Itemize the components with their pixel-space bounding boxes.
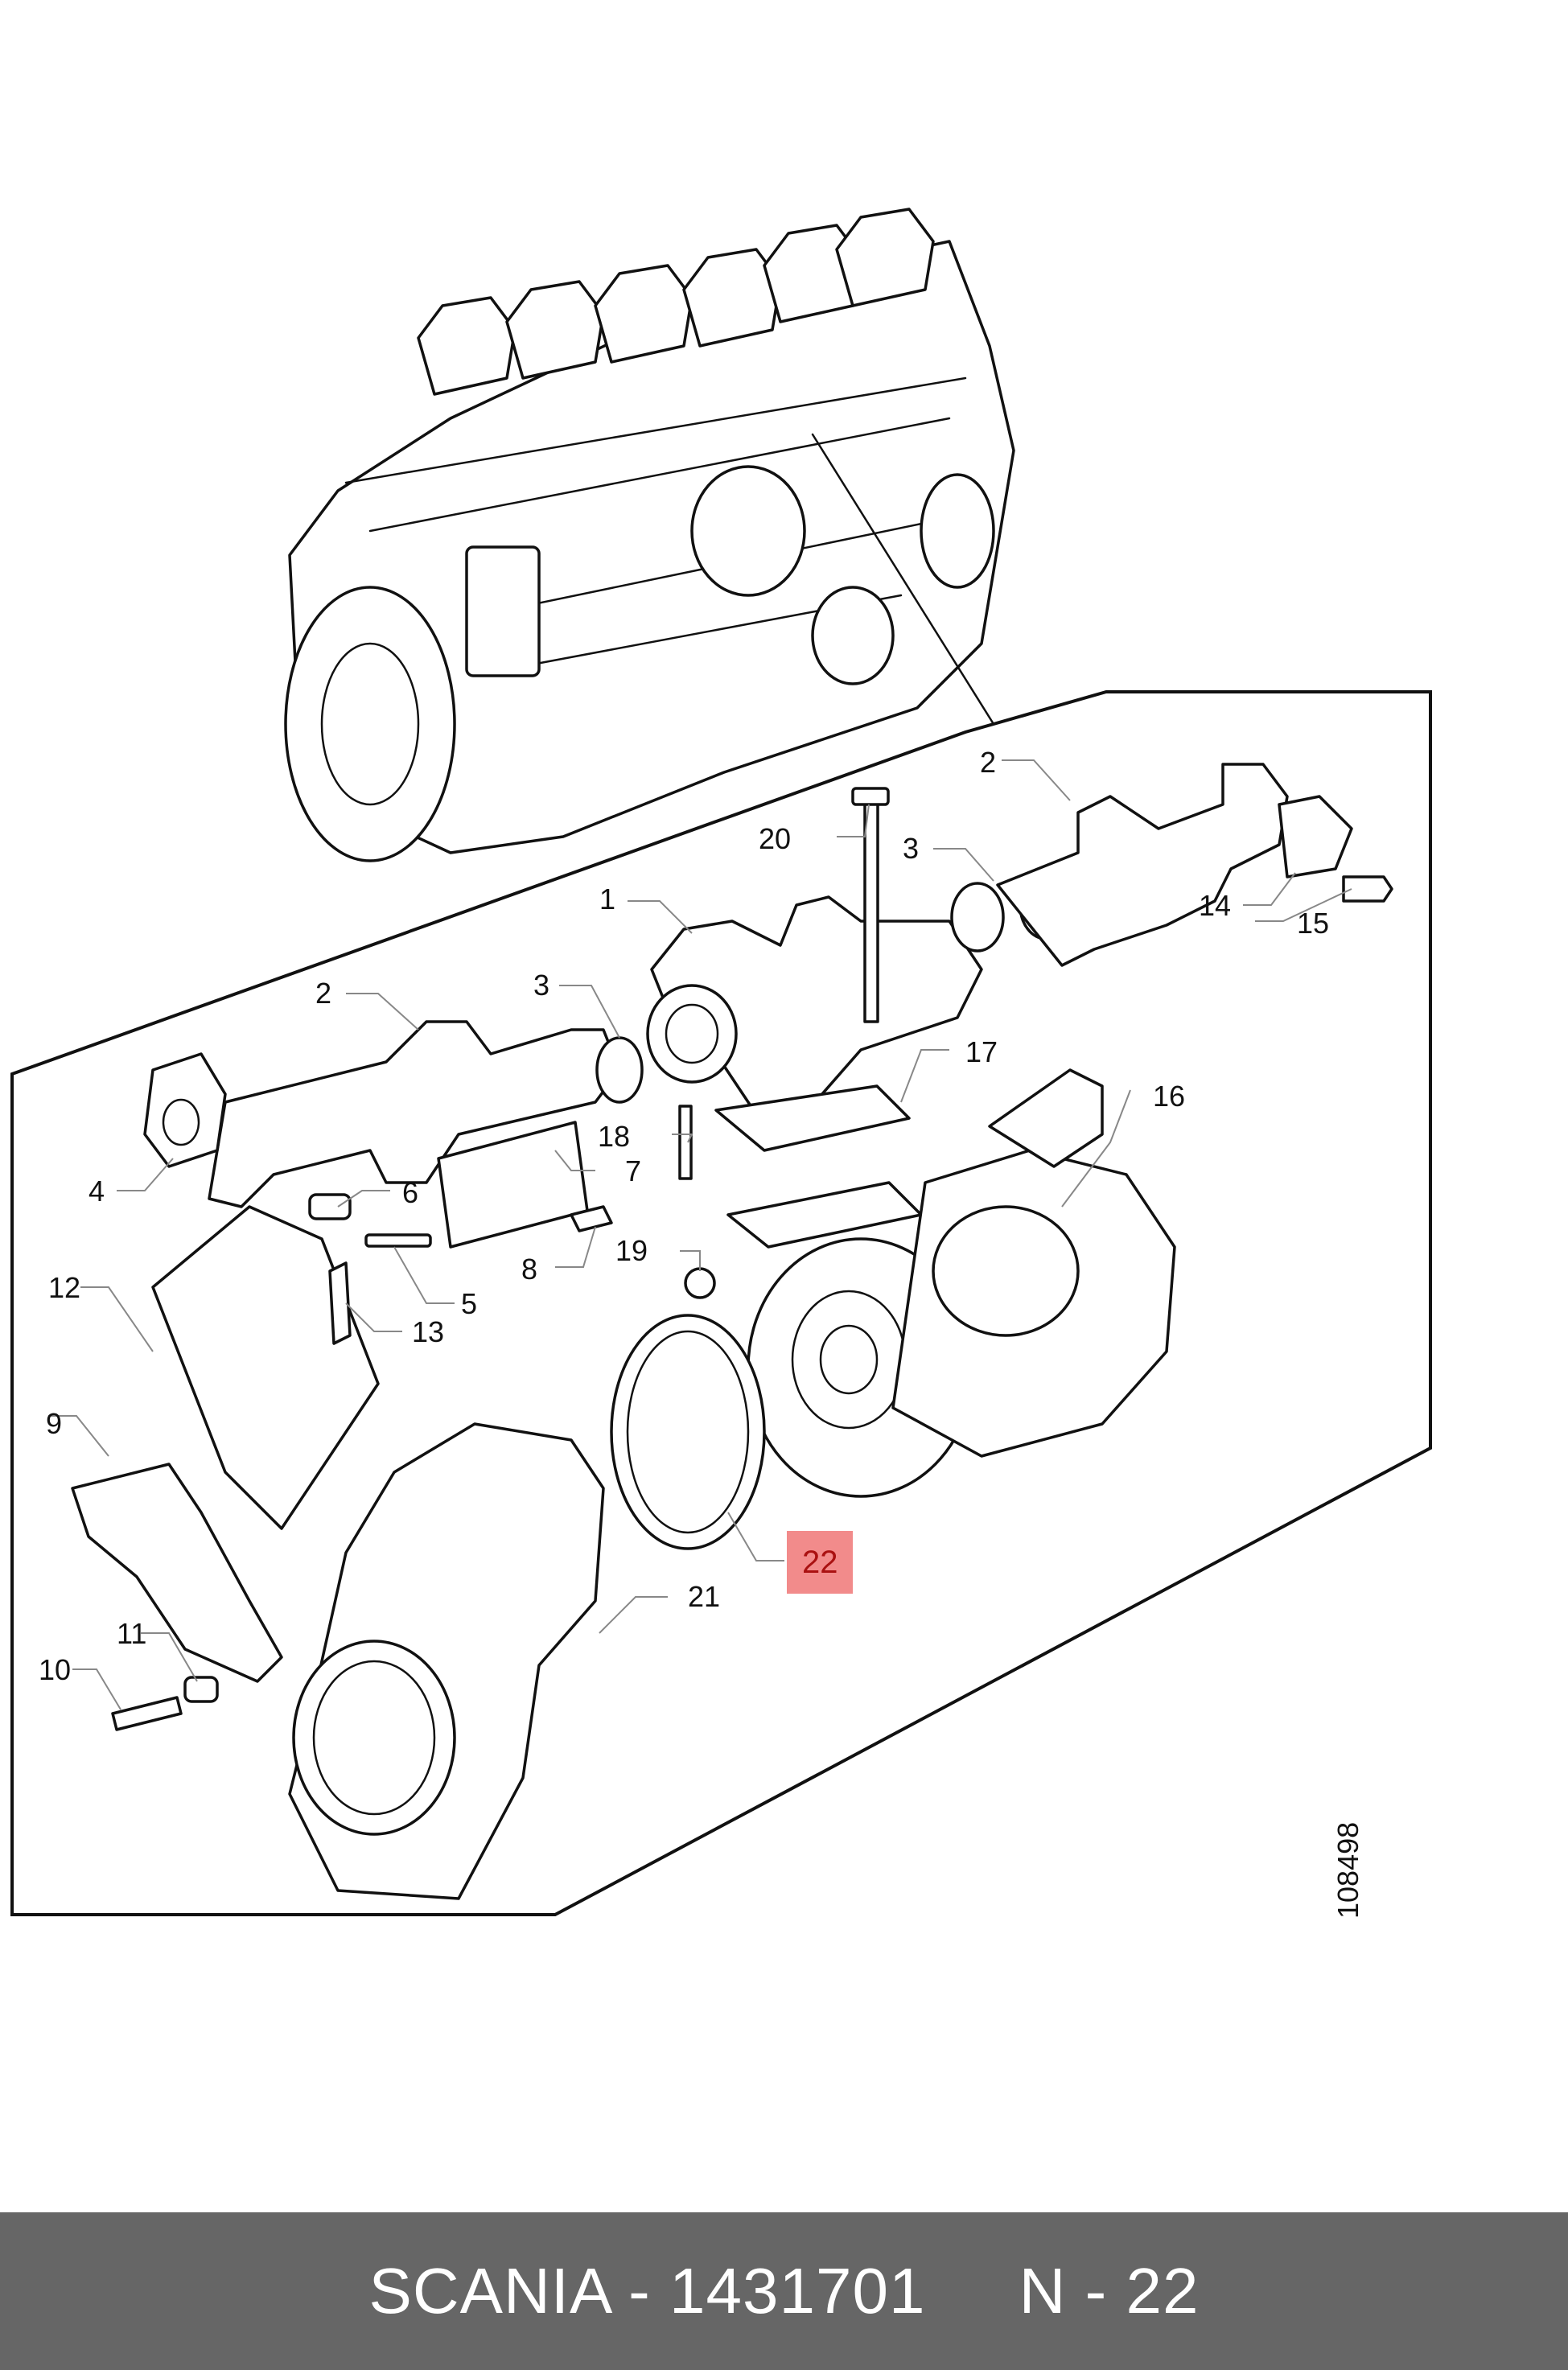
callout-1: 1 xyxy=(599,883,615,915)
leader-lines xyxy=(48,759,1352,1710)
callout-12: 12 xyxy=(48,1271,80,1304)
part-number-label: SCANIA - 1431701 N - 22 xyxy=(368,2255,1200,2327)
callout-15: 15 xyxy=(1297,907,1329,940)
callout-16: 16 xyxy=(1153,1080,1185,1113)
callout-11: 11 xyxy=(117,1617,146,1650)
callout-labels: 1 2 2 3 3 4 5 6 7 8 9 10 11 12 13 14 15 … xyxy=(39,746,1329,1686)
exploded-parts-diagram: 1 2 2 3 3 4 5 6 7 8 9 10 11 12 13 14 15 … xyxy=(10,208,1432,1919)
callout-2-left: 2 xyxy=(315,977,331,1010)
parts-illustration xyxy=(71,763,1393,1900)
callout-19: 19 xyxy=(615,1234,648,1267)
callout-7: 7 xyxy=(625,1154,641,1187)
drawing-number: 108498 xyxy=(1331,1822,1364,1919)
callout-17: 17 xyxy=(965,1035,998,1068)
callout-4: 4 xyxy=(88,1175,105,1208)
callout-13: 13 xyxy=(412,1315,444,1348)
callout-10: 10 xyxy=(39,1653,71,1686)
exploded-view-frame xyxy=(10,690,1432,1916)
callout-21: 21 xyxy=(688,1580,720,1613)
footer-bar: SCANIA - 1431701 N - 22 xyxy=(0,2212,1568,2370)
callout-6: 6 xyxy=(402,1176,418,1209)
engine-overview-illustration xyxy=(284,208,1015,862)
callout-20: 20 xyxy=(759,822,791,855)
callout-8: 8 xyxy=(521,1253,537,1286)
callout-22: 22 xyxy=(802,1545,838,1580)
callout-3-left: 3 xyxy=(533,969,549,1002)
callout-2-right: 2 xyxy=(980,746,996,779)
callout-14: 14 xyxy=(1199,889,1231,922)
callout-22-highlight xyxy=(787,1531,853,1594)
callout-5: 5 xyxy=(461,1287,477,1320)
callout-3-right: 3 xyxy=(903,832,919,865)
callout-9: 9 xyxy=(46,1407,62,1440)
callout-18: 18 xyxy=(598,1120,630,1153)
